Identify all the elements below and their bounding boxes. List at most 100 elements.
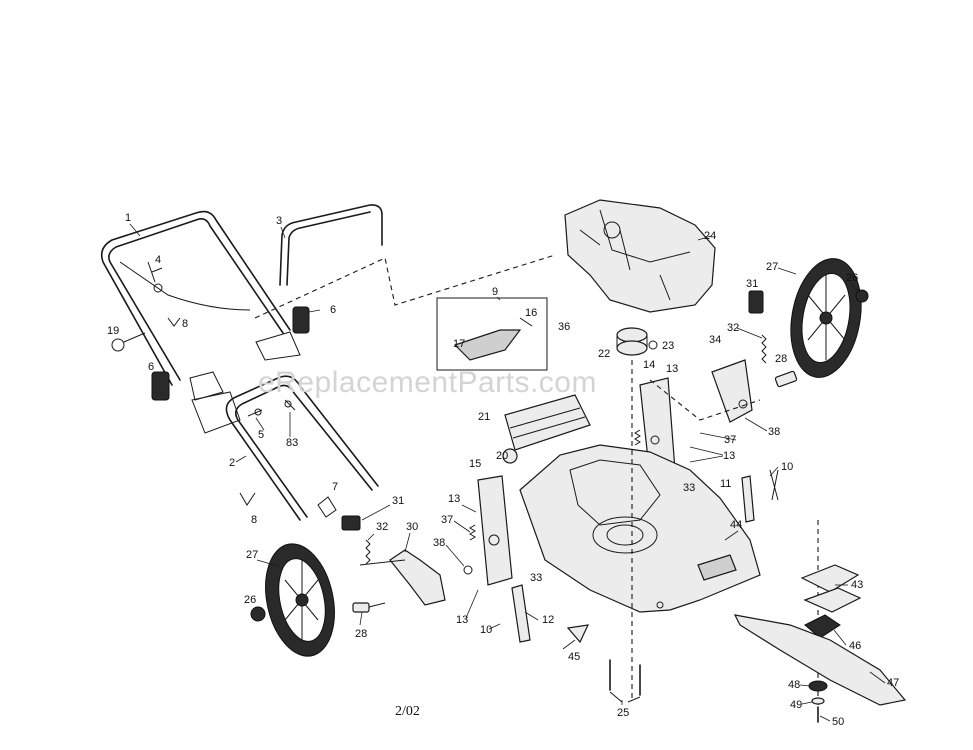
pulley [616, 327, 658, 356]
callout-washer-37-left: 37 [441, 514, 453, 526]
callout-adjuster-knob-left: 31 [392, 495, 404, 507]
callout-spring-bottom: 10 [480, 624, 492, 636]
callout-eyebolt: 19 [107, 325, 119, 337]
callout-nut-right-b: 13 [723, 450, 735, 462]
bracket-right [741, 469, 779, 523]
knob-right [292, 306, 321, 334]
callout-washer-48: 48 [788, 679, 800, 691]
callout-handle-lower: 2 [229, 457, 235, 469]
clip-upper [167, 317, 181, 327]
callout-fastener-rear: 21 [478, 411, 490, 423]
deck [519, 444, 761, 613]
callout-blade-adapter: 43 [851, 579, 863, 591]
control-bracket-box [436, 297, 548, 371]
callout-deck: 44 [730, 519, 742, 531]
washer-38-left [463, 565, 473, 575]
bolt-83 [284, 399, 296, 411]
plug [566, 624, 590, 644]
callout-labels: 1 2 3 4 5 6 6 7 8 8 9 16 17 36 19 83 21 … [107, 212, 899, 728]
callout-rod-left: 12 [542, 614, 554, 626]
callout-knob-right: 6 [330, 304, 336, 316]
guide-line-right [649, 379, 761, 421]
knob-left [151, 371, 170, 401]
callout-adjuster-arm: 30 [406, 521, 418, 533]
callout-washer-37-right: 37 [724, 434, 736, 446]
callout-nut-right-a: 13 [666, 363, 678, 375]
left-wheel [265, 543, 335, 657]
washers-stack [808, 680, 828, 723]
callout-spring-right-top: 32 [727, 322, 739, 334]
hubcap-left [250, 606, 266, 622]
callout-pulley-nut: 23 [662, 340, 674, 352]
callout-washer-right: 33 [683, 482, 695, 494]
callout-adjuster-knob-right: 31 [746, 278, 758, 290]
adjuster-knob-right [748, 290, 764, 314]
callout-bracket-spring: 17 [453, 338, 465, 350]
callout-cable-clip: 4 [155, 254, 161, 266]
callout-control-bracket: 9 [492, 286, 498, 298]
adapter [804, 614, 841, 639]
callout-clip-left: 8 [251, 514, 257, 526]
callout-wheel-right: 27 [766, 261, 778, 273]
rear-roller [502, 394, 591, 464]
cable-clip [147, 261, 163, 293]
adjuster-knob-left [341, 515, 361, 531]
eyebolt [111, 332, 146, 352]
callout-hubcap-right: 26 [846, 272, 858, 284]
blade [733, 614, 907, 706]
callout-rear-roller: 20 [496, 450, 508, 462]
watermark: eReplacementParts.com [258, 366, 597, 399]
callout-bolt-83: 83 [286, 437, 298, 449]
shield-pieces [189, 331, 301, 434]
callout-label-11: 11 [720, 478, 731, 490]
callout-wheel-left: 27 [246, 549, 258, 561]
callout-spring-left: 32 [376, 521, 388, 533]
callout-knob-left: 6 [148, 361, 154, 373]
blade-adapter [800, 564, 862, 613]
rod-left [511, 584, 531, 643]
callout-adapter: 46 [849, 640, 861, 652]
callout-hubcap-left: 26 [244, 594, 256, 606]
bracket-right-arm [711, 359, 753, 423]
callout-screw-bracket: 16 [525, 307, 537, 319]
callout-pulley: 22 [598, 348, 610, 360]
callout-axle-bolt-right: 28 [775, 353, 787, 365]
callout-washer-left: 33 [530, 572, 542, 584]
callout-spring-right: 10 [781, 461, 793, 473]
engine [564, 199, 716, 313]
clip-lower [239, 492, 256, 506]
callout-screw-top: 36 [558, 321, 570, 333]
callout-nut-left-a: 13 [448, 493, 460, 505]
leader-lines [129, 223, 886, 722]
bolt-5 [247, 408, 263, 417]
axle-bolt-right [774, 370, 798, 388]
callout-washer-38-right: 38 [768, 426, 780, 438]
callout-washer-49: 49 [790, 699, 802, 711]
callout-bolt-50: 50 [832, 716, 844, 728]
callout-bolts-bottom: 25 [617, 707, 629, 719]
callout-clip-upper: 8 [182, 318, 188, 330]
axle-bolt-left [352, 602, 386, 613]
callout-bracket-mid: 7 [332, 481, 338, 493]
lower-handle [225, 375, 379, 521]
callout-plug: 45 [568, 651, 580, 663]
bail-handle [279, 204, 383, 286]
adjuster-arm [359, 549, 446, 606]
bolts-bottom [609, 659, 641, 703]
callout-bolt-5: 5 [258, 429, 264, 441]
callout-bail: 3 [276, 215, 282, 227]
callout-handle-upper: 1 [125, 212, 131, 224]
callout-washer-38-left: 38 [433, 537, 445, 549]
hubcap-right [855, 289, 869, 303]
spring-right-top [761, 334, 767, 364]
callout-nut-left-b: 13 [456, 614, 468, 626]
callout-blade: 47 [887, 677, 899, 689]
spring-left [365, 539, 371, 565]
right-wheel [790, 258, 862, 378]
callout-bracket-right-arm: 34 [709, 334, 721, 346]
upper-handle [100, 210, 291, 386]
date-code: 2/02 [395, 704, 420, 719]
callout-plate-right: 14 [643, 359, 655, 371]
plate-left [469, 475, 513, 586]
